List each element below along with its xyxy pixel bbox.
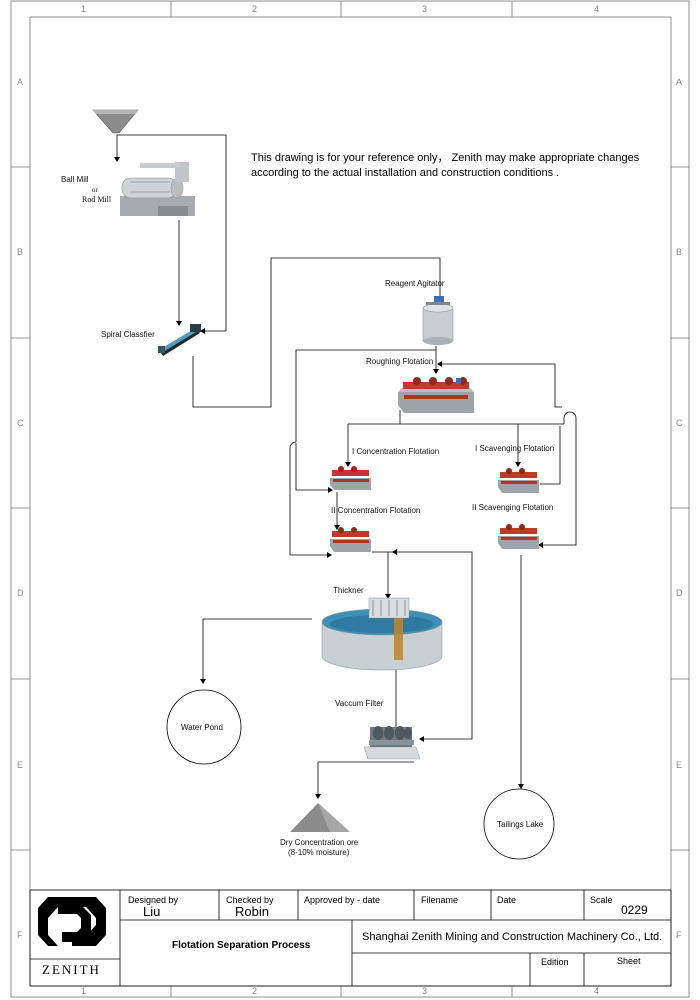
checked-by-label: Checked by xyxy=(226,895,274,905)
column-number-top-1: 1 xyxy=(81,4,87,14)
column-number-top-4: 4 xyxy=(594,4,600,14)
water-pond-label: Water Pond xyxy=(181,723,223,732)
rod-mill-label: Rod Mill xyxy=(82,195,112,204)
i-concentration-flotation-label: I Concentration Flotation xyxy=(352,447,440,456)
dry-concentrate-label: Dry Concentration ore xyxy=(280,838,359,847)
column-number-top-2: 2 xyxy=(252,4,258,14)
title-block xyxy=(29,889,672,987)
row-letter-right-b: B xyxy=(676,247,683,257)
designed-by-label: Designed by xyxy=(128,895,179,905)
column-number-bottom-3: 3 xyxy=(422,986,428,996)
vacuum-filter-icon xyxy=(363,726,421,760)
column-number-bottom-1: 1 xyxy=(81,986,87,996)
i-scavenging-flotation-machine-icon xyxy=(498,468,539,493)
row-letter-left-f: F xyxy=(17,930,23,940)
zenith-logo xyxy=(38,897,106,946)
row-letter-right-c: C xyxy=(676,418,683,428)
approved-by-label: Approved by - date xyxy=(304,895,381,905)
column-number-top-3: 3 xyxy=(422,4,428,14)
sheet-label: Sheet xyxy=(617,956,641,966)
reagent-agitator-label: Reagent Agitator xyxy=(385,279,445,288)
column-number-bottom-4: 4 xyxy=(594,986,600,996)
edition-label: Edition xyxy=(541,957,569,967)
drawing-title: Flotation Separation Process xyxy=(172,940,311,951)
company-name: Shanghai Zenith Mining and Construction … xyxy=(362,931,663,943)
ball-mill-icon xyxy=(120,162,195,216)
row-letter-right-f: F xyxy=(676,930,682,940)
designed-by-value: Liu xyxy=(143,904,161,919)
column-number-bottom-2: 2 xyxy=(252,986,258,996)
row-letter-right-e: E xyxy=(676,760,683,770)
scale-label: Scale xyxy=(590,895,613,905)
ii-concentration-flotation-label: II Concentration Flotation xyxy=(331,506,421,515)
row-letter-left-c: C xyxy=(17,418,24,428)
checked-by-value: Robin xyxy=(235,904,269,919)
thickener-tank-icon xyxy=(321,597,443,671)
spiral-classifier-icon xyxy=(158,324,201,356)
row-letter-right-a: A xyxy=(676,77,683,87)
feed-hopper-icon xyxy=(92,109,139,134)
row-letter-left-e: E xyxy=(17,760,24,770)
date-label: Date xyxy=(497,895,517,905)
row-letter-left-b: B xyxy=(17,247,24,257)
roughing-flotation-label: Roughing Flotation xyxy=(366,357,434,366)
i-scavenging-flotation-label: I Scavenging Flotation xyxy=(475,444,555,453)
tailings-lake-circle xyxy=(483,788,555,860)
row-letter-right-d: D xyxy=(676,588,683,598)
water-pond-circle xyxy=(166,689,242,765)
reagent-agitator-icon xyxy=(422,296,454,345)
spiral-classifier-label: Spiral Classfier xyxy=(101,330,155,339)
filename-label: Filename xyxy=(421,895,459,905)
scale-value: 0229 xyxy=(621,903,648,917)
flow-lines xyxy=(116,134,577,797)
row-letter-left-a: A xyxy=(17,77,24,87)
ball-mill-label: Ball Mill xyxy=(61,175,89,184)
row-letter-left-d: D xyxy=(17,588,24,598)
ii-concentration-flotation-machine-icon xyxy=(330,527,371,552)
moisture-label: (8-10% moisture) xyxy=(288,848,350,857)
i-concentration-flotation-machine-icon xyxy=(330,466,371,490)
thickener-label: Thickner xyxy=(333,586,364,595)
roughing-flotation-machine-icon xyxy=(398,377,474,413)
ii-scavenging-flotation-label: II Scavenging Flotation xyxy=(472,503,554,512)
dry-concentrate-pile-icon xyxy=(290,803,350,832)
logo-wordmark: ZENITH xyxy=(42,962,101,977)
vacuum-filter-label: Vaccum Filter xyxy=(335,699,384,708)
disclaimer-note: This drawing is for your reference only，… xyxy=(251,152,640,179)
ii-scavenging-flotation-machine-icon xyxy=(498,524,539,549)
tailings-lake-label: Tailings Lake xyxy=(497,820,544,829)
or-label: or xyxy=(92,186,98,194)
